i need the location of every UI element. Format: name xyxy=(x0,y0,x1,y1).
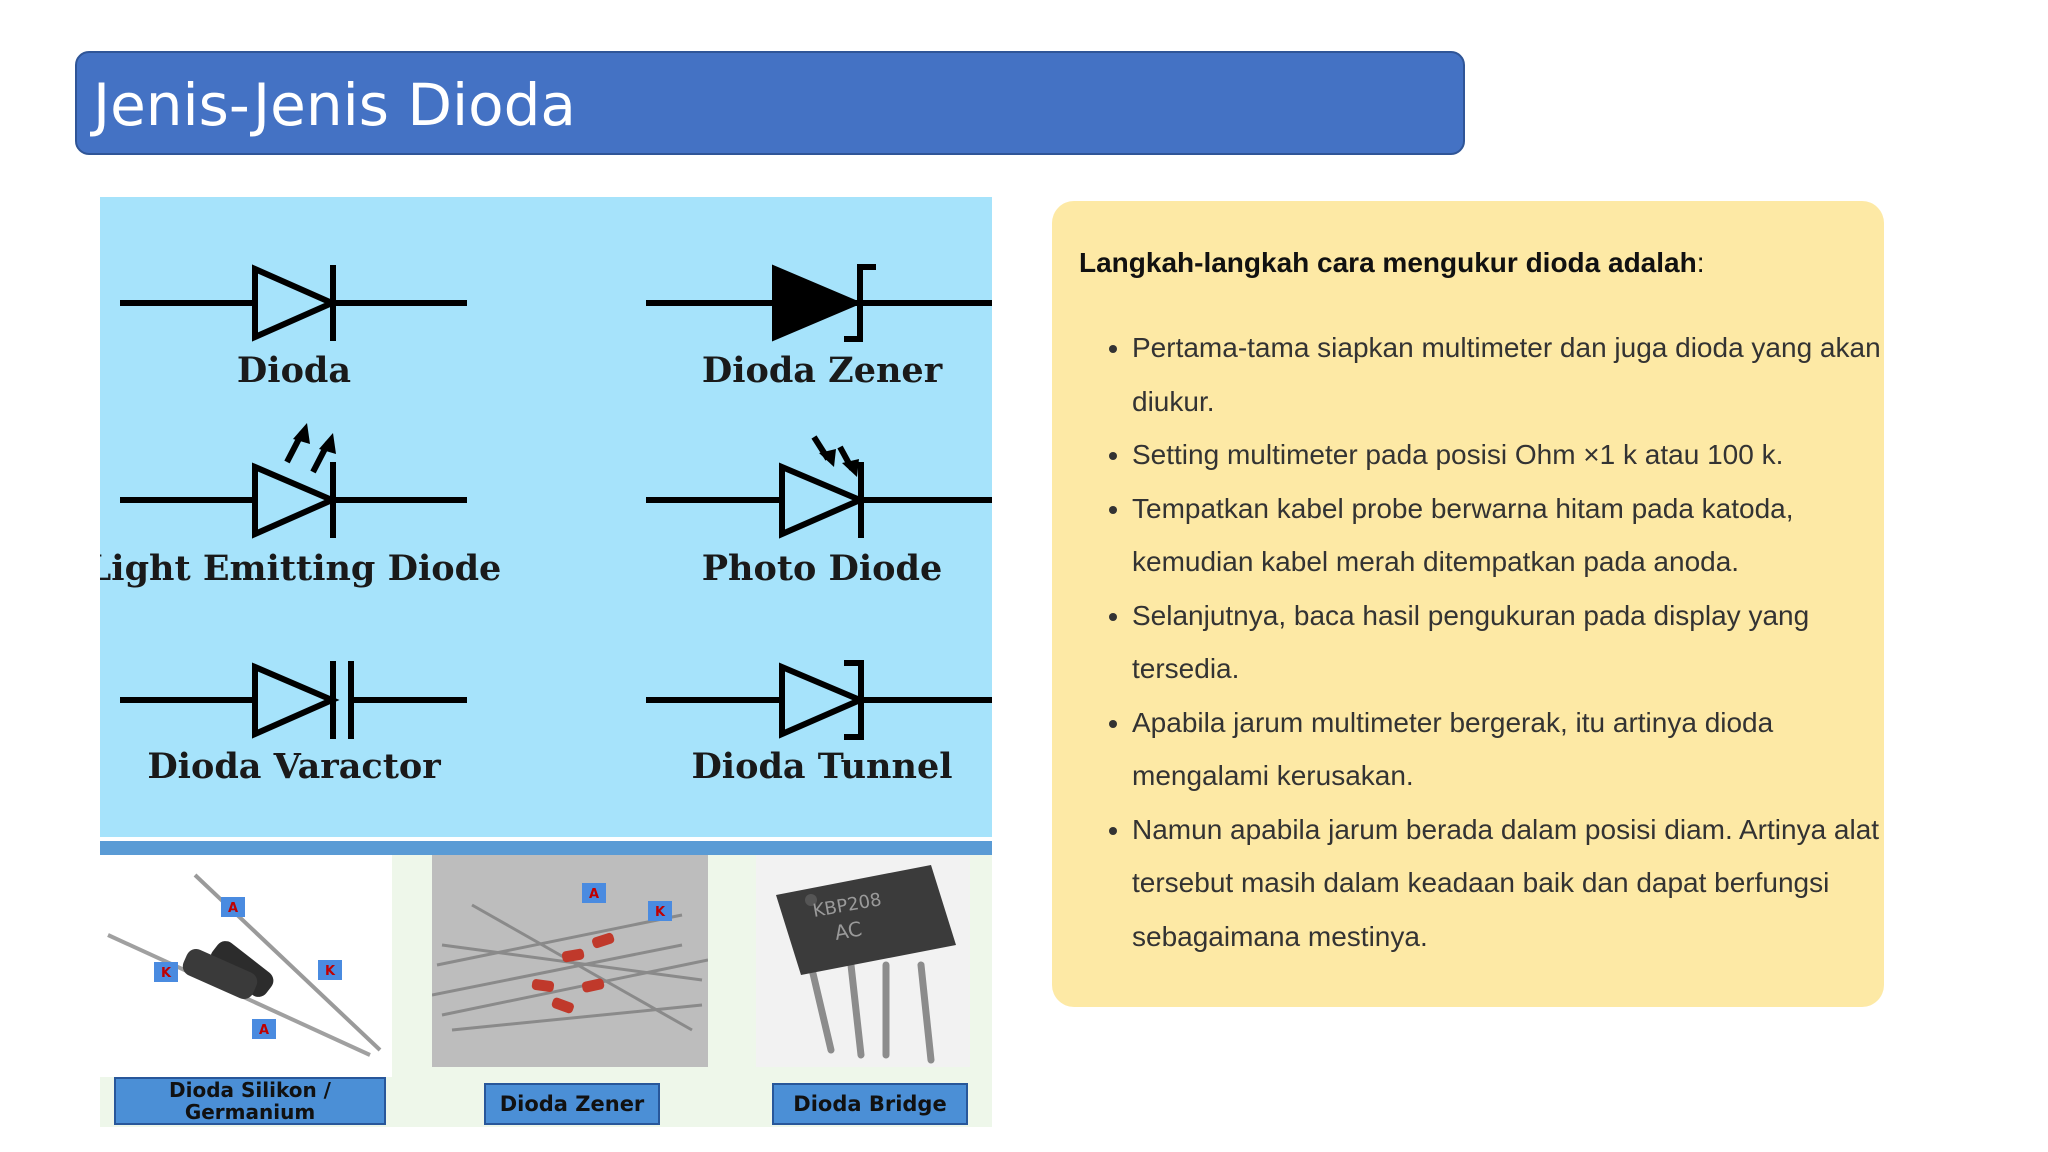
step-item: Apabila jarum multimeter bergerak, itu a… xyxy=(1132,696,1892,803)
step-item: Selanjutnya, baca hasil pengukuran pada … xyxy=(1132,589,1892,696)
title-bar: Jenis-Jenis Dioda xyxy=(75,51,1465,155)
bridge-chip-text2: AC xyxy=(833,917,864,945)
measurement-steps-panel: Langkah-langkah cara mengukur dioda adal… xyxy=(1052,201,1884,1007)
diode-symbols-panel: Dioda Dioda Zener Light Emitting Diode P… xyxy=(100,197,992,837)
step-item: Setting multimeter pada posisi Ohm ×1 k … xyxy=(1132,428,1892,482)
silicon-diode-image: A K K A xyxy=(107,873,382,1057)
zener-diode-symbol xyxy=(646,264,992,342)
diode-symbol xyxy=(120,264,467,342)
steps-heading-text: Langkah-langkah cara mengukur dioda adal… xyxy=(1079,247,1697,278)
zener-label: Dioda Zener xyxy=(702,350,943,391)
steps-heading-colon: : xyxy=(1696,247,1705,278)
photo-arrows-icon xyxy=(819,449,859,477)
silicon-marker-k1: K xyxy=(161,966,172,981)
silicon-diode-photo: A K K A xyxy=(100,855,392,1077)
divider-line xyxy=(100,841,992,855)
zener-diode-photo: A K xyxy=(431,855,709,1067)
varactor-label: Dioda Varactor xyxy=(147,746,441,787)
tunnel-diode-symbol xyxy=(646,660,992,740)
step-item: Pertama-tama siapkan multimeter dan juga… xyxy=(1132,321,1892,428)
zener-caption: Dioda Zener xyxy=(484,1083,660,1125)
photo-diode-symbol xyxy=(646,435,992,539)
zener-marker-k: K xyxy=(655,905,666,920)
dioda-label: Dioda xyxy=(237,350,351,391)
step-item: Tempatkan kabel probe berwarna hitam pad… xyxy=(1132,482,1892,589)
silicon-marker-a1: A xyxy=(228,901,238,916)
zener-diode-image: A K xyxy=(431,883,709,1032)
step-item: Namun apabila jarum berada dalam posisi … xyxy=(1132,803,1892,964)
silicon-caption: Dioda Silikon / Germanium xyxy=(114,1077,386,1125)
tunnel-label: Dioda Tunnel xyxy=(691,746,952,787)
led-symbol xyxy=(120,431,467,539)
bridge-diode-image: KBP208 AC xyxy=(776,865,956,1064)
steps-list: Pertama-tama siapkan multimeter dan juga… xyxy=(1092,321,1892,963)
photo-diode-label: Photo Diode xyxy=(702,548,943,589)
slide-title: Jenis-Jenis Dioda xyxy=(93,71,576,139)
diode-photos: A K K A xyxy=(100,855,992,1127)
led-arrows-icon xyxy=(293,423,336,454)
steps-heading: Langkah-langkah cara mengukur dioda adal… xyxy=(1079,247,1705,279)
diode-figure: Dioda Dioda Zener Light Emitting Diode P… xyxy=(100,197,992,1127)
zener-marker-a: A xyxy=(589,887,599,902)
led-label: Light Emitting Diode xyxy=(100,548,501,589)
bridge-caption: Dioda Bridge xyxy=(772,1083,968,1125)
diode-symbols-svg: Dioda Dioda Zener Light Emitting Diode P… xyxy=(100,264,992,787)
bridge-diode-photo: KBP208 AC xyxy=(756,855,970,1067)
silicon-marker-a2: A xyxy=(259,1023,269,1038)
varactor-diode-symbol xyxy=(120,661,467,739)
silicon-marker-k2: K xyxy=(325,964,336,979)
